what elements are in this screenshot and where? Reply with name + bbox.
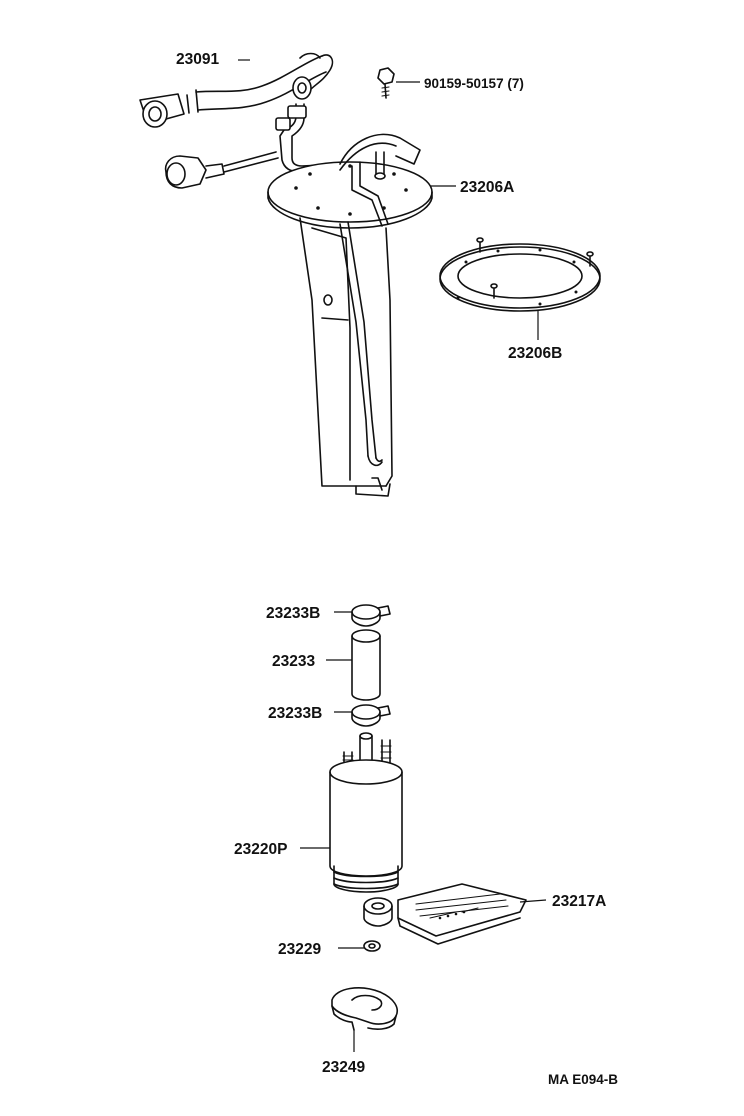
cushion-23249-drawing — [331, 987, 398, 1052]
figure-code: MA E094-B — [548, 1072, 618, 1087]
label-23220P: 23220P — [234, 841, 287, 858]
pump-23220P-drawing — [300, 732, 403, 893]
bracket-23206A-drawing — [164, 133, 456, 497]
label-23091: 23091 — [176, 51, 219, 68]
clamp-top-23233B-drawing — [334, 604, 391, 627]
gasket-23206B-drawing — [439, 237, 601, 340]
label-23229: 23229 — [278, 941, 321, 958]
label-90159-50157: 90159-50157 (7) — [424, 76, 524, 91]
label-23249: 23249 — [322, 1059, 365, 1076]
label-23206A: 23206A — [460, 179, 514, 196]
washer-23229-drawing — [338, 940, 381, 952]
bolt-90159-drawing — [377, 67, 420, 99]
hose-23091-drawing — [139, 52, 341, 173]
hose-23233-drawing — [326, 629, 381, 701]
label-23233: 23233 — [272, 653, 315, 670]
clamp-bottom-23233B-drawing — [334, 704, 391, 727]
filter-23217A-drawing — [363, 883, 547, 945]
label-23206B: 23206B — [508, 345, 562, 362]
label-23233B-top: 23233B — [266, 605, 320, 622]
label-23217A: 23217A — [552, 893, 606, 910]
label-23233B-bottom: 23233B — [268, 705, 322, 722]
